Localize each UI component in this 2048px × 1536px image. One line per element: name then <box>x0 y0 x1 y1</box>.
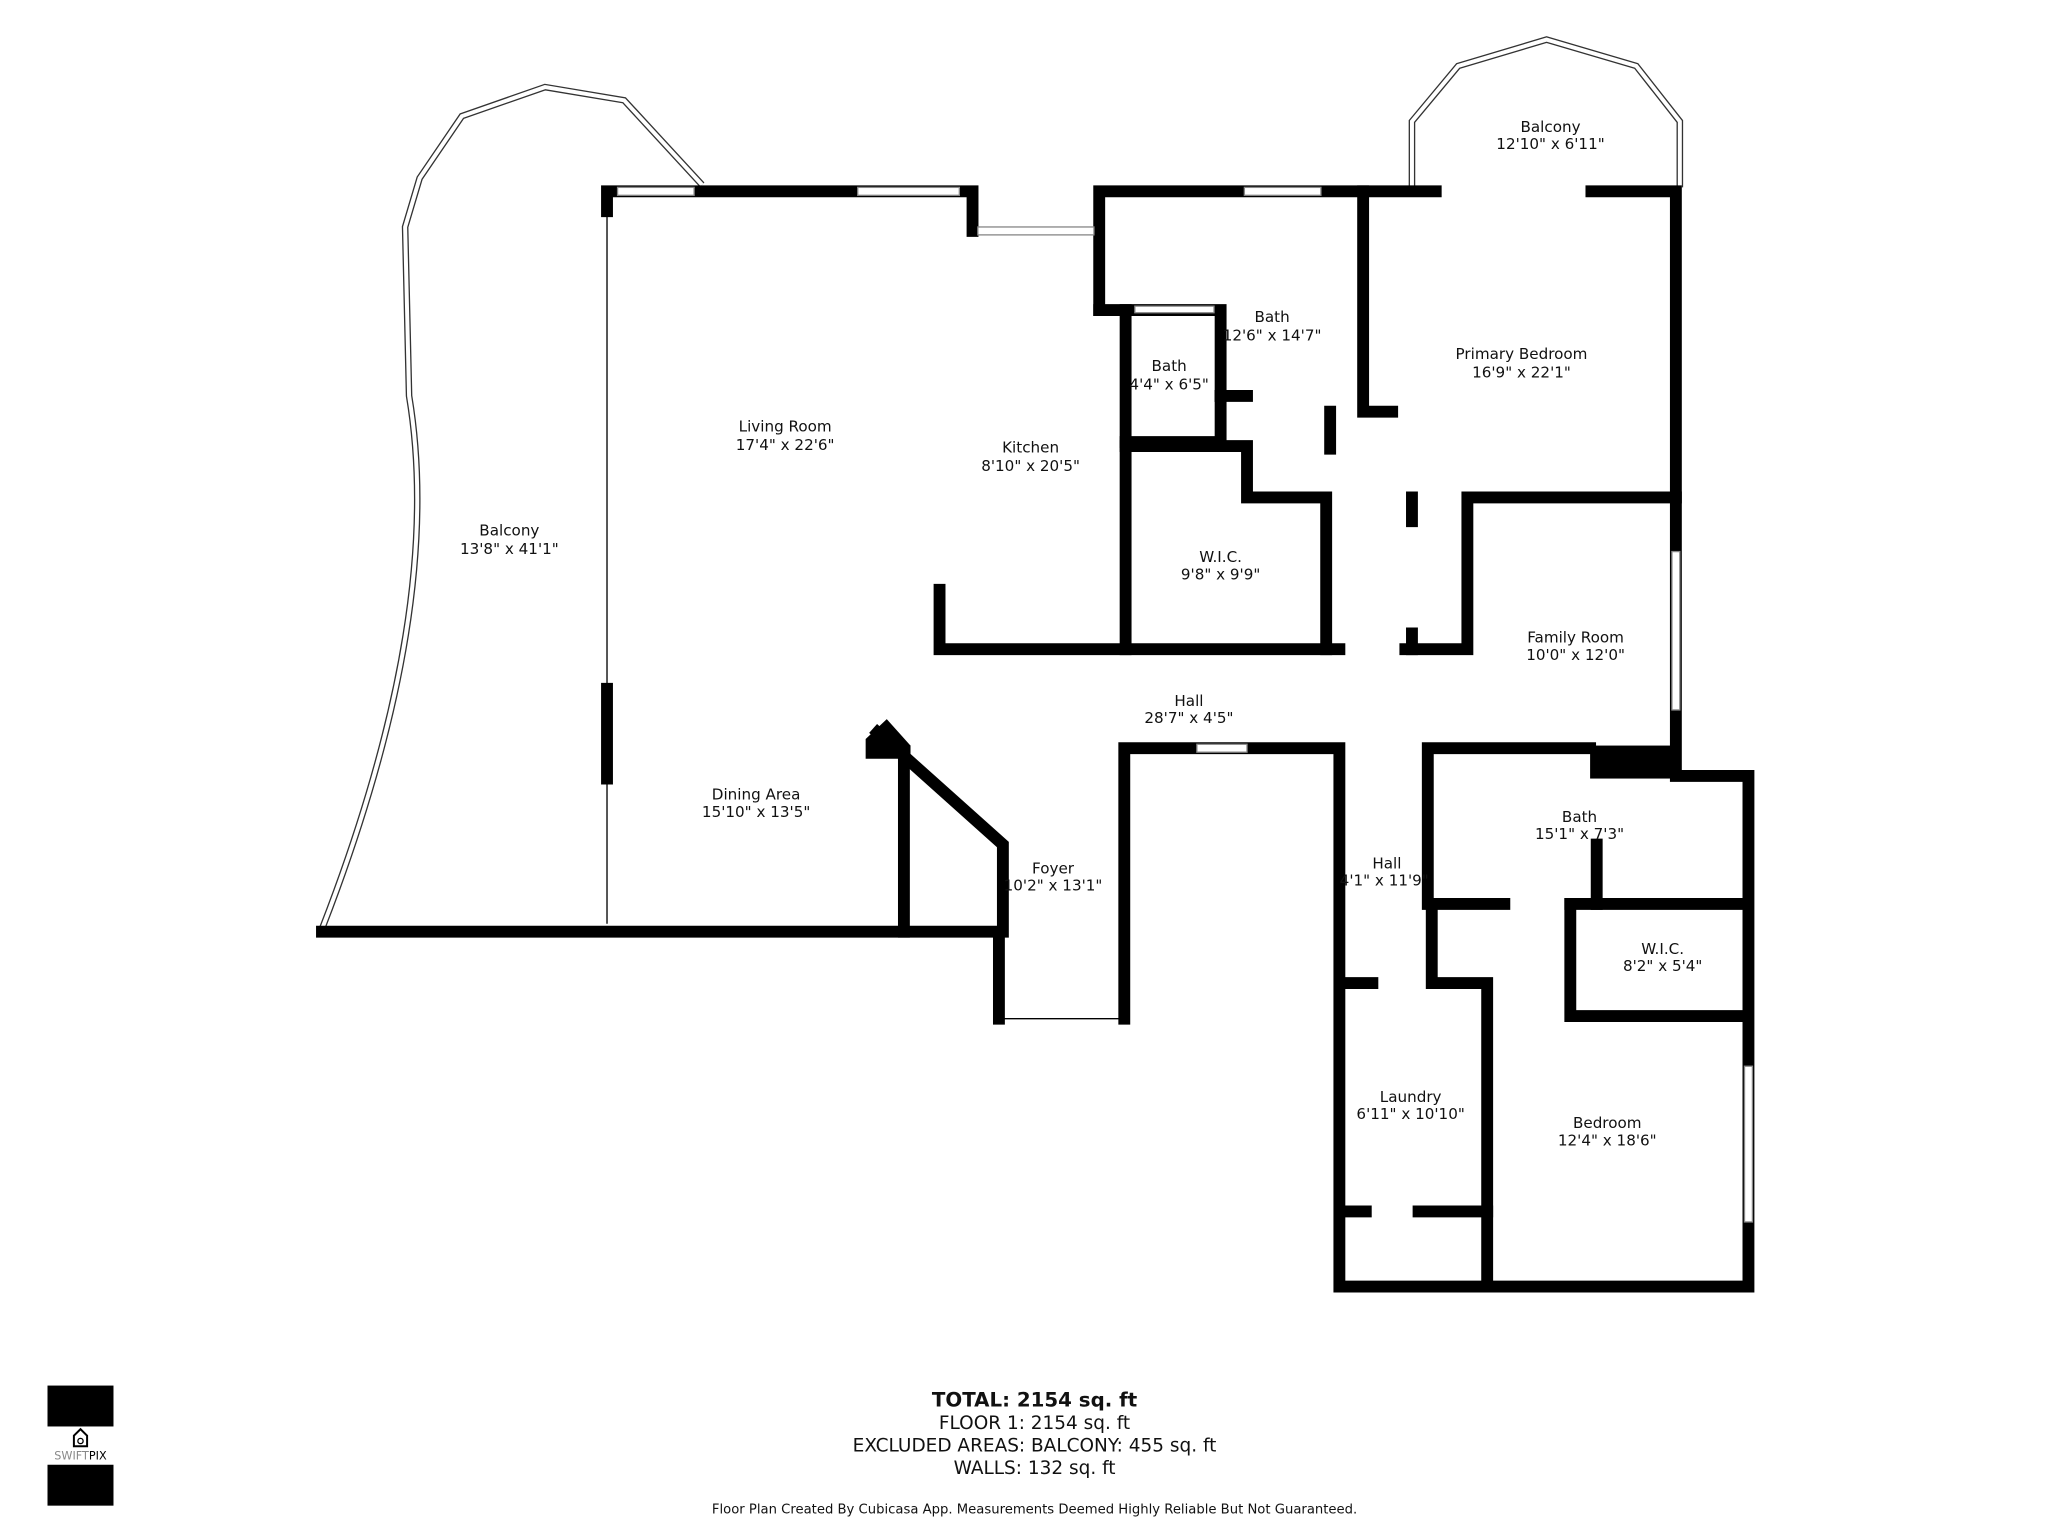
room-name: W.I.C. <box>1641 940 1684 958</box>
svg-text:SWIFTPIX: SWIFTPIX <box>54 1449 107 1462</box>
room-size: 16'9" x 22'1" <box>1472 363 1571 381</box>
room-size: 15'1" x 7'3" <box>1535 825 1624 843</box>
windows <box>616 186 1754 1223</box>
walls <box>316 185 1755 1293</box>
room-name: W.I.C. <box>1199 548 1242 566</box>
excluded-area: EXCLUDED AREAS: BALCONY: 455 sq. ft <box>853 1436 1217 1457</box>
room-name: Kitchen <box>1002 439 1059 457</box>
room-name: Primary Bedroom <box>1456 345 1588 363</box>
room-size: 28'7" x 4'5" <box>1144 709 1233 727</box>
room-name: Laundry <box>1380 1088 1442 1106</box>
room-size: 8'10" x 20'5" <box>981 457 1080 475</box>
room-name: Hall <box>1372 854 1401 872</box>
room-name: Bath <box>1152 357 1187 375</box>
room-name: Dining Area <box>712 786 801 804</box>
room-labels: Balcony 13'8" x 41'1" Living Room 17'4" … <box>460 118 1702 1149</box>
room-size: 17'4" x 22'6" <box>736 436 835 454</box>
room-name: Balcony <box>479 522 539 540</box>
balcony-outlines <box>318 36 1684 931</box>
room-name: Bedroom <box>1573 1114 1642 1132</box>
room-size: 12'10" x 6'11" <box>1496 135 1604 153</box>
room-size: 12'4" x 18'6" <box>1558 1131 1657 1149</box>
room-name: Balcony <box>1520 118 1580 136</box>
room-name: Bath <box>1562 808 1597 826</box>
room-name: Living Room <box>739 418 832 436</box>
room-name: Bath <box>1254 308 1289 326</box>
room-size: 15'10" x 13'5" <box>702 803 810 821</box>
floor-area: FLOOR 1: 2154 sq. ft <box>939 1413 1130 1434</box>
disclaimer: Floor Plan Created By Cubicasa App. Meas… <box>712 1503 1357 1518</box>
room-size: 10'2" x 13'1" <box>1004 877 1103 895</box>
room-size: 10'0" x 12'0" <box>1526 646 1625 664</box>
room-size: 12'6" x 14'7" <box>1223 326 1322 344</box>
room-name: Foyer <box>1032 860 1075 878</box>
walls-area: WALLS: 132 sq. ft <box>954 1458 1116 1479</box>
room-size: 4'1" x 11'9" <box>1340 871 1429 889</box>
total-area: TOTAL: 2154 sq. ft <box>932 1389 1137 1412</box>
room-size: 6'11" x 10'10" <box>1356 1105 1464 1123</box>
room-size: 13'8" x 41'1" <box>460 540 559 558</box>
room-name: Family Room <box>1527 629 1624 647</box>
swiftpix-logo: SWIFTPIX <box>47 1385 114 1506</box>
area-summary: TOTAL: 2154 sq. ft FLOOR 1: 2154 sq. ft … <box>712 1389 1357 1518</box>
room-name: Hall <box>1174 692 1203 710</box>
room-size: 4'4" x 6'5" <box>1129 375 1208 393</box>
room-size: 9'8" x 9'9" <box>1181 565 1260 583</box>
room-size: 8'2" x 5'4" <box>1623 957 1702 975</box>
